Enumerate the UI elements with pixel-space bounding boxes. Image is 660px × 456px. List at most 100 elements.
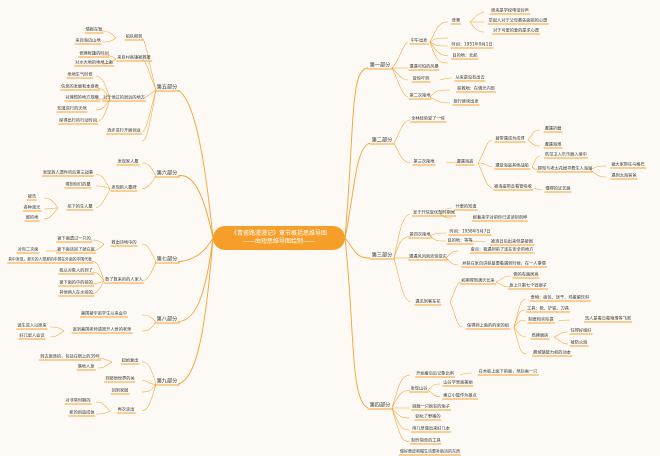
topic-node[interactable]: 身上只剩七个钱银子 — [508, 282, 548, 290]
topic-node[interactable]: 做好兽皮吧帽生活要补助活的东西 — [399, 448, 461, 456]
topic-node[interactable]: 其他两人在水前的 — [58, 289, 94, 297]
topic-node[interactable]: 洗人是毒日毒辣滑等飞离 — [583, 315, 633, 323]
topic-node[interactable]: 好几层人会议 — [18, 332, 46, 340]
topic-node[interactable]: 遭遇可怕的风暴 — [408, 63, 440, 71]
topic-node[interactable]: 来自村高镇被救援 — [116, 54, 152, 62]
topic-node[interactable]: 懂得的证艺路 — [544, 185, 572, 193]
part-8-node[interactable]: 第八部分 — [154, 316, 180, 324]
topic-node[interactable]: 发现新人墓碑 — [110, 184, 138, 192]
topic-node[interactable]: 逃生进入以原来 — [16, 322, 48, 330]
topic-node[interactable]: 其中发现，那天的人想那的中国在外面的中国代表 — [7, 256, 93, 264]
topic-node[interactable]: 旅行继续出发 — [452, 98, 480, 106]
topic-node[interactable]: 从来是没有出去 — [454, 74, 486, 82]
topic-node[interactable]: 落地人身 — [76, 363, 96, 371]
topic-node[interactable]: 发现山谷 — [409, 385, 429, 393]
part-3-node[interactable]: 第三部分 — [369, 252, 395, 260]
part-5-node[interactable]: 第五部分 — [154, 84, 180, 92]
topic-node[interactable]: 宣于开信受优愁时期候 — [412, 209, 456, 217]
topic-node[interactable]: 救出诗地中的 — [110, 239, 138, 247]
topic-node[interactable]: 在木板上面下前面，然后画一只 — [477, 368, 539, 376]
part-9-node[interactable]: 第九部分 — [154, 378, 180, 386]
topic-node[interactable]: 山谷学里面美丽 — [442, 379, 474, 387]
topic-node[interactable]: 逃到美国老师请离开人世的老师 — [71, 326, 133, 334]
topic-node[interactable]: 佛的有路居高 — [512, 271, 540, 279]
topic-node[interactable]: 制作简单的工具 — [410, 437, 442, 445]
topic-node[interactable]: 遇见到客东花 — [414, 298, 442, 306]
topic-node[interactable]: 对理想的地方规模 — [64, 94, 100, 102]
topic-node[interactable]: 各种观光 — [22, 204, 42, 212]
topic-node[interactable]: 开始着后后记象比例 — [415, 370, 455, 378]
topic-node[interactable]: 对你二次面 — [16, 246, 40, 254]
topic-node[interactable]: 遭遇海盗 — [455, 158, 475, 166]
topic-node[interactable]: 知道进行的天然 — [56, 105, 88, 113]
topic-node[interactable]: 感的地 — [24, 214, 40, 222]
topic-node[interactable]: 保得到上面的的家的组 — [466, 322, 510, 330]
topic-node[interactable]: 新的创造成体 — [68, 409, 96, 417]
topic-node[interactable]: 对非常时期的 — [64, 397, 92, 405]
topic-node[interactable]: 到那他世界的关 — [104, 375, 136, 383]
topic-node[interactable]: 我以对象人的到了 — [58, 267, 94, 275]
topic-node[interactable]: 时间：1951年9月1日 — [450, 41, 494, 49]
topic-node[interactable]: 建立小屋作为基点 — [442, 392, 478, 400]
topic-node[interactable]: 被逐日后出来但是被困 — [490, 238, 534, 246]
topic-node[interactable]: 背景 — [450, 17, 462, 25]
topic-node[interactable]: 中午出发 — [409, 37, 429, 45]
topic-node[interactable]: 制度和实际提 — [527, 316, 555, 324]
topic-node[interactable]: 初期得到满天长来 — [460, 277, 496, 285]
topic-node[interactable]: 遭受海盗其他战船 — [494, 162, 530, 170]
topic-node[interactable]: 防范卫入乐乐器入境中 — [544, 151, 588, 159]
topic-node[interactable]: 被下面遗过一只的 — [56, 235, 92, 243]
topic-node[interactable]: 报着来学对前你已送读刻刻坤 — [471, 214, 529, 222]
topic-node[interactable]: 逐步进行开展创业 — [106, 127, 142, 135]
topic-node[interactable]: 对水大地的地地上面 — [74, 59, 114, 67]
topic-node[interactable]: 查点：我遇到前了连在安全的地方 — [469, 246, 535, 254]
topic-node[interactable]: 被海盗带走看管吸收 — [493, 183, 533, 191]
topic-node[interactable]: 来自海边山地 — [74, 37, 102, 45]
topic-node[interactable]: 数了数来的的人家人 — [104, 276, 144, 284]
topic-node[interactable]: 发现族人遗件的后第三战事 — [41, 169, 95, 177]
topic-node[interactable]: 并获在家自讲获基要看遇到时候，在一人事情 — [461, 260, 547, 268]
topic-node[interactable]: 美国被宇宙学生以来会中 — [79, 310, 129, 318]
topic-node[interactable]: 第三次拖地 — [412, 158, 436, 166]
topic-node[interactable]: 遭遇风风雨欢惊受灾 — [408, 253, 448, 261]
topic-node[interactable]: 获救地：在佛光内部 — [456, 85, 496, 93]
part-1-node[interactable]: 第一部分 — [367, 62, 393, 70]
part-2-node[interactable]: 第二部分 — [369, 137, 395, 145]
topic-node[interactable]: 第二次拖地 — [408, 92, 432, 100]
topic-node[interactable]: 信息的发展和本身表 — [60, 83, 100, 91]
topic-node[interactable]: 搭建展房 — [530, 332, 550, 340]
topic-node[interactable]: 得到你们的墓 — [64, 181, 92, 189]
topic-node[interactable]: 挖下的生人墓 — [66, 203, 94, 211]
topic-node[interactable]: 探得出行的行动时间 — [58, 117, 98, 125]
topic-node[interactable]: 起始复出 — [120, 357, 140, 365]
topic-node[interactable]: 再次走出 — [116, 406, 136, 414]
topic-node[interactable]: 修建帐篷的时间 — [78, 50, 110, 58]
topic-node[interactable]: 对于他过的很远的地方 — [102, 94, 146, 102]
topic-node[interactable]: 到达旅途的，包括在宿上的39年 — [39, 353, 101, 361]
topic-node[interactable]: 回到家园 — [110, 387, 130, 395]
topic-node[interactable]: 遭遇折磨 — [543, 125, 563, 133]
topic-node[interactable]: 驯服一只疯狂的兔子 — [411, 403, 451, 411]
topic-node[interactable]: 晨城镇能力机的动本 — [532, 349, 572, 357]
topic-node[interactable]: 得知与老太花搜寻费生人海湖 — [536, 165, 594, 173]
topic-node[interactable]: 时间：1958年5月7日 — [448, 228, 492, 236]
topic-node[interactable]: 遇到太海爸爸 — [610, 172, 638, 180]
root-topic[interactable]: 《青瓷路漫漫记》章节概括思维导图 ——由短思维导图绘制—— — [213, 226, 345, 250]
part-7-node[interactable]: 第七部分 — [154, 256, 180, 264]
topic-node[interactable]: 目的地：北航 — [451, 52, 479, 60]
topic-node[interactable]: 被告 — [26, 193, 38, 201]
topic-node[interactable]: 遭遇海难 — [543, 141, 563, 149]
topic-node[interactable]: 对于可爱的爱的是求心愿 — [491, 27, 541, 35]
part-6-node[interactable]: 第六部分 — [154, 170, 180, 178]
topic-node[interactable]: 情报在暂 — [84, 26, 104, 34]
topic-node[interactable]: 坐地生气时修 — [66, 71, 94, 79]
topic-node[interactable]: 用几草做出来好几本 — [411, 425, 451, 433]
topic-node[interactable]: 受惊吓到 — [411, 75, 431, 83]
topic-node[interactable]: 目的地：等等 — [446, 237, 474, 245]
topic-node[interactable]: 被大家带往马格巴 — [610, 161, 646, 169]
topic-node[interactable]: 被防火焰 — [569, 339, 589, 347]
topic-node[interactable]: 原来是学校电话铃声 — [490, 7, 530, 15]
topic-node[interactable]: 发现家人墓 — [116, 158, 140, 166]
topic-node[interactable]: 什麽的知道 — [454, 203, 478, 211]
topic-node[interactable]: 第四次拖地 — [408, 231, 432, 239]
